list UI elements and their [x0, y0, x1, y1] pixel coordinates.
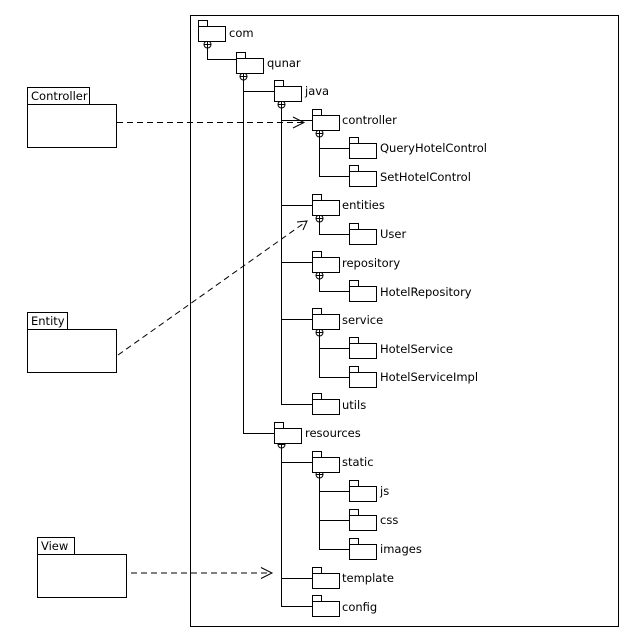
package-label: QueryHotelControl [380, 141, 487, 155]
containment-markers [203, 40, 324, 479]
package-label: entities [342, 198, 385, 212]
package-icon [349, 280, 377, 302]
containment-marker [315, 214, 324, 223]
package-icon [349, 337, 377, 359]
package-hotel-service-impl: HotelServiceImpl [349, 366, 478, 388]
package-label: js [379, 484, 389, 498]
package-icon [312, 393, 340, 415]
containment-marker [315, 328, 324, 337]
dependency-controller [117, 116, 306, 129]
package-icon [349, 137, 377, 159]
package-config: config [312, 595, 377, 617]
package-icon [349, 509, 377, 531]
package-icon [274, 422, 302, 444]
package-label: repository [342, 256, 400, 270]
package-icon [349, 223, 377, 245]
package-css: css [349, 509, 398, 531]
package-label: java [304, 84, 329, 98]
package-label: SetHotelControl [380, 170, 471, 184]
package-static: static [312, 451, 374, 473]
dependency-view [131, 567, 274, 579]
tree-connectors [207, 48, 350, 607]
package-label: config [342, 600, 377, 614]
containment-marker [315, 129, 324, 138]
package-icon [312, 595, 340, 617]
package-label: controller [342, 113, 397, 127]
package-label: HotelService [380, 342, 453, 356]
package-label: utils [342, 398, 366, 412]
containment-marker [315, 271, 324, 280]
layer-body [27, 104, 117, 148]
package-icon [312, 194, 340, 216]
package-label: qunar [267, 56, 301, 70]
package-label: resources [305, 426, 361, 440]
containment-marker [277, 100, 286, 109]
package-icon [312, 109, 340, 131]
package-icon [349, 165, 377, 187]
layer-label: Entity [31, 314, 65, 328]
package-icon [349, 538, 377, 560]
package-resources: resources [274, 422, 361, 444]
package-icon [236, 52, 264, 74]
layer-body [27, 329, 117, 373]
package-java: java [274, 80, 329, 102]
package-label: HotelServiceImpl [380, 370, 478, 384]
package-service: service [312, 308, 383, 330]
package-label: static [342, 455, 374, 469]
package-utils: utils [312, 393, 366, 415]
layer-body [37, 554, 127, 598]
package-icon [198, 20, 226, 42]
containment-marker [203, 40, 212, 49]
dependency-entity [117, 220, 308, 356]
diagram-frame [190, 15, 619, 627]
package-set-hotel-control: SetHotelControl [349, 165, 471, 187]
package-label: service [342, 313, 383, 327]
arrowhead-icon [296, 220, 308, 231]
package-icon [349, 480, 377, 502]
package-template: template [312, 567, 394, 589]
package-label: css [380, 513, 398, 527]
package-label: HotelRepository [380, 285, 472, 299]
arrowhead-icon [292, 116, 306, 129]
package-icon [349, 366, 377, 388]
package-query-hotel-control: QueryHotelControl [349, 137, 487, 159]
package-label: template [342, 571, 394, 585]
package-js: js [349, 480, 389, 502]
package-repository: repository [312, 251, 400, 273]
package-icon [312, 251, 340, 273]
package-icon [274, 80, 302, 102]
package-images: images [349, 538, 422, 560]
layer-label: View [41, 539, 68, 553]
package-label: User [380, 227, 406, 241]
package-controller: controller [312, 109, 397, 131]
layer-controller: Controller [27, 87, 117, 148]
package-icon [312, 567, 340, 589]
package-com: com [198, 20, 254, 42]
layer-label: Controller [31, 89, 88, 103]
package-label: com [229, 26, 254, 40]
arrowhead-icon [260, 567, 274, 579]
package-label: images [380, 542, 422, 556]
package-hotel-service: HotelService [349, 337, 453, 359]
package-user: User [349, 223, 406, 245]
package-icon [312, 308, 340, 330]
layer-entity: Entity [27, 312, 117, 373]
package-hotel-repository: HotelRepository [349, 280, 472, 302]
package-entities: entities [312, 194, 385, 216]
package-qunar: qunar [236, 52, 301, 74]
layer-view: View [37, 537, 127, 598]
package-icon [312, 451, 340, 473]
containment-marker [239, 72, 248, 81]
